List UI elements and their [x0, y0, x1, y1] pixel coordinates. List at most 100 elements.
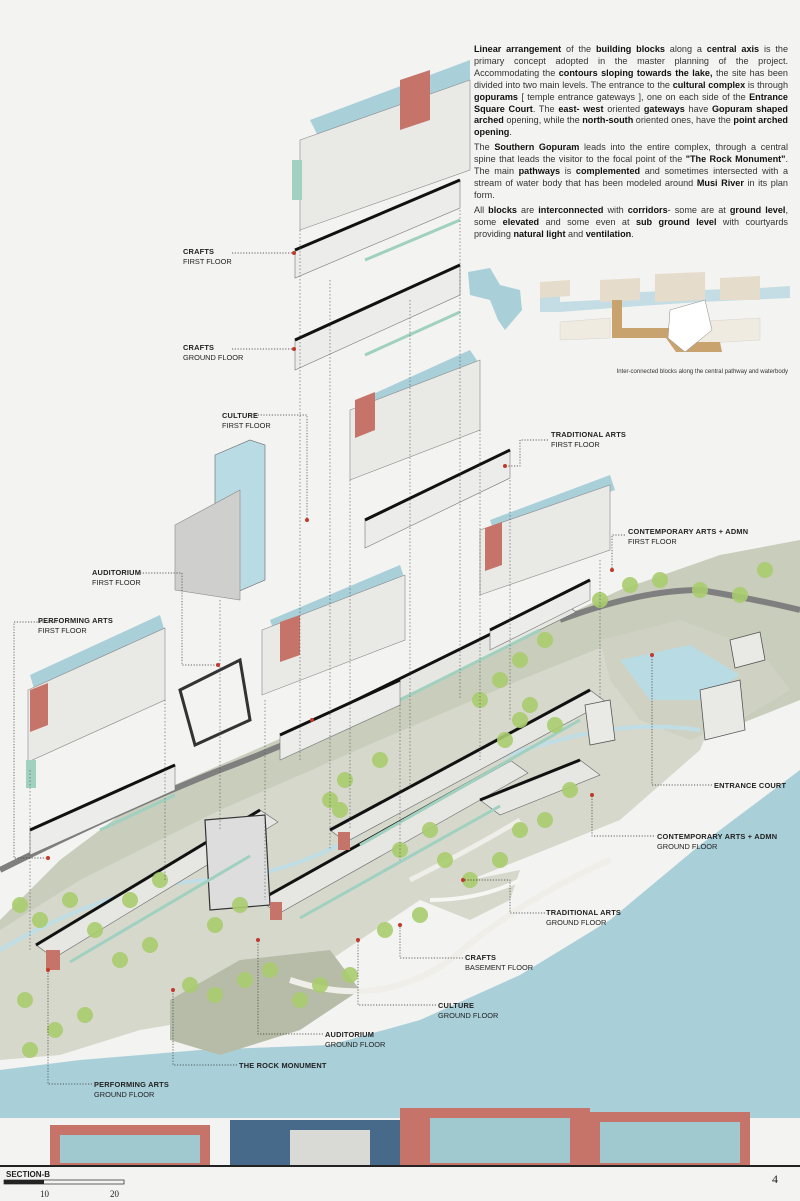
tree [492, 672, 508, 688]
auditorium-ff-plan [178, 657, 252, 748]
description-text: All [474, 205, 489, 215]
contemp-roof-plate [479, 484, 611, 596]
tree [87, 922, 103, 938]
tree [437, 852, 453, 868]
description-text: complemented [575, 165, 641, 176]
description-text: . The [532, 103, 559, 114]
brick-wall [338, 832, 350, 850]
block-edge [479, 758, 581, 802]
tree [757, 562, 773, 578]
description-text: opening, while the [503, 115, 583, 126]
description-text: Entrance Square Court [474, 91, 788, 114]
description-text: with courtyards providing [474, 216, 788, 239]
description-text: corridors [627, 205, 668, 215]
brick-wall [30, 683, 48, 732]
description-text: . [509, 127, 512, 138]
crafts-gf-plan [294, 264, 461, 371]
elevation-glazing [430, 1118, 570, 1163]
description-text: have [684, 103, 712, 114]
tree [142, 937, 158, 953]
description-paragraph-2: The Southern Gopuram leads into the enti… [474, 142, 788, 202]
scale-label-10: 10 [40, 1189, 49, 1199]
red-markers [46, 251, 654, 992]
tree [77, 1007, 93, 1023]
glazing [292, 160, 302, 200]
description-text: of the [561, 44, 596, 54]
label-rock-monument: THE ROCK MONUMENT [239, 1061, 327, 1070]
tree [322, 792, 338, 808]
key-plan-water [468, 268, 522, 330]
glazing [69, 854, 251, 964]
key-plan-block [559, 317, 611, 341]
tree [692, 582, 708, 598]
key-plan-block [540, 280, 570, 298]
description-text: north-south [582, 115, 634, 126]
exploded-floors [26, 60, 615, 856]
tree [12, 897, 28, 913]
block-edge [294, 263, 461, 342]
block-edge [29, 763, 176, 832]
glazing [364, 218, 461, 262]
tree [207, 987, 223, 1003]
tree [237, 972, 253, 988]
key-plan-block [600, 278, 640, 302]
tree [232, 897, 248, 913]
block-edge [279, 678, 401, 737]
culture-roof-plate [261, 574, 406, 696]
key-plan-block [720, 276, 760, 300]
block-edge [329, 688, 591, 832]
gopuram [729, 631, 766, 669]
description-text: leads into the entire complex, through a… [474, 142, 789, 164]
promontory-rock [170, 950, 360, 1055]
tree [522, 697, 538, 713]
description-text: elevated [502, 216, 540, 227]
description-text: east- west [558, 103, 604, 114]
tree [652, 572, 668, 588]
description-paragraph-1: Linear arrangement of the building block… [474, 44, 788, 139]
tree [112, 952, 128, 968]
tree [32, 912, 48, 928]
brick-wall [270, 902, 282, 920]
glazing [26, 760, 36, 788]
description-text: gopurams [474, 91, 518, 102]
brick-wall [400, 70, 430, 130]
description-text: interconnected [538, 205, 604, 215]
description-text: is through [745, 79, 788, 90]
glazing [359, 718, 581, 847]
auditorium-roof [174, 489, 241, 601]
tree [22, 1042, 38, 1058]
key-plan-block [655, 272, 705, 302]
tree [372, 752, 388, 768]
tree [122, 892, 138, 908]
tree [512, 652, 528, 668]
elevation-stage [290, 1130, 370, 1165]
tree [537, 812, 553, 828]
description-text: building blocks [595, 44, 665, 54]
lake-water [0, 770, 800, 1118]
tree [182, 977, 198, 993]
scale-label-20: 20 [110, 1189, 119, 1199]
description-text: and sometimes intersected with a stream … [474, 165, 789, 188]
tree [62, 892, 78, 908]
description-text: along a [664, 44, 707, 54]
tree [337, 772, 353, 788]
description-text: . [631, 228, 634, 239]
description-text: and [565, 228, 586, 239]
tree [152, 872, 168, 888]
projection-lines [29, 210, 601, 950]
tree [17, 992, 33, 1008]
glazing [299, 804, 501, 920]
description-text: central axis [706, 44, 760, 54]
description-text: and some even at [539, 216, 636, 227]
description-text: blocks [488, 205, 517, 215]
description-text: pathways [518, 165, 561, 176]
roof-glass [30, 615, 165, 692]
brick-wall [485, 522, 502, 571]
description-text: Linear arrangement [474, 44, 562, 54]
glazing [99, 793, 176, 832]
